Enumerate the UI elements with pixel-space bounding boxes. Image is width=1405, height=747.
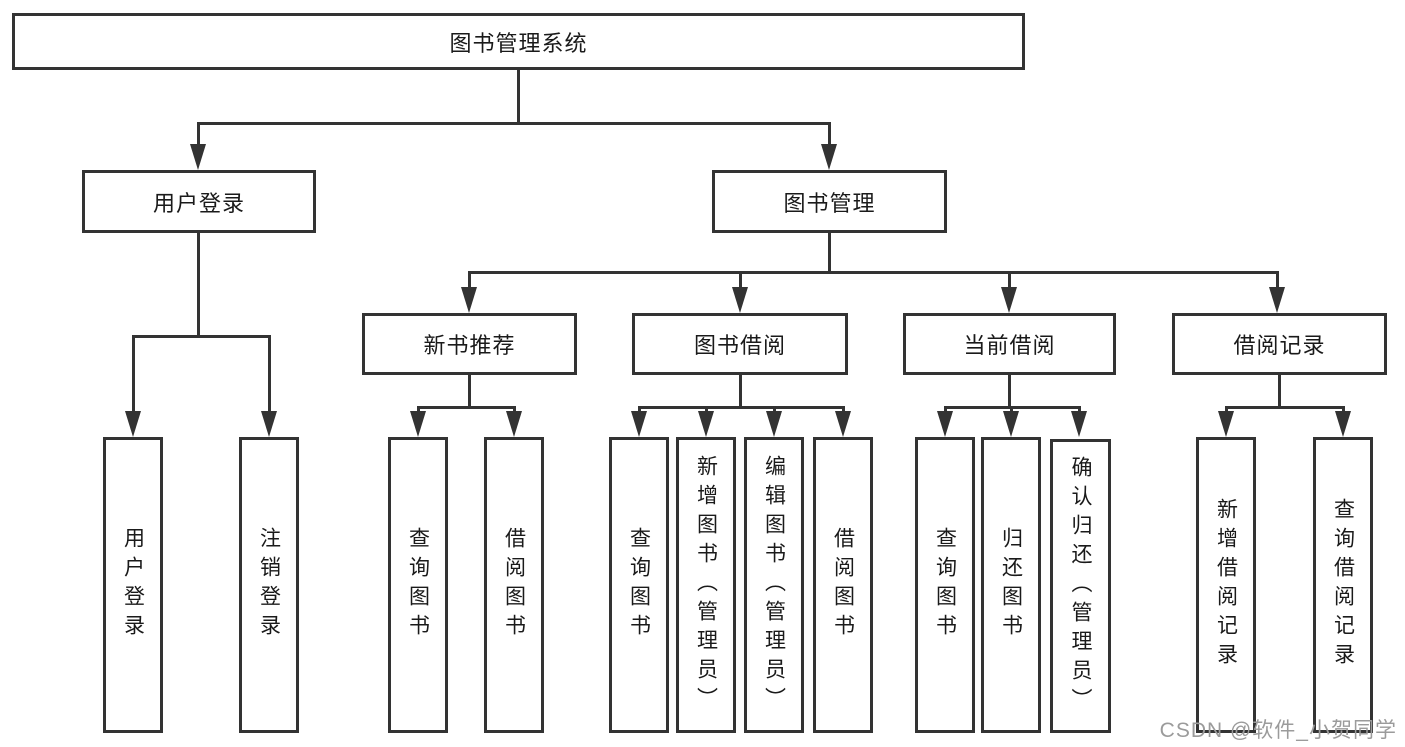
leaf-user-login-label: 用户登录 bbox=[121, 527, 145, 643]
leaf-recommend-query-books: 查询图书 bbox=[388, 437, 448, 733]
leaf-borrow-books: 借阅图书 bbox=[813, 437, 873, 733]
arrowhead-recommend-icon bbox=[461, 287, 477, 313]
watermark: CSDN @软件_小贺同学 bbox=[1159, 719, 1397, 742]
arrowhead-borrow-records-leaf2-icon bbox=[1335, 411, 1351, 437]
leaf-add-borrow-record-label: 新增借阅记录 bbox=[1214, 498, 1238, 672]
connector-to-borrow-records bbox=[1276, 271, 1279, 291]
connector-to-book-borrow bbox=[739, 271, 742, 291]
arrowhead-book-borrow-leaf3-icon bbox=[766, 411, 782, 437]
leaf-query-borrow-record-label: 查询借阅记录 bbox=[1331, 498, 1355, 672]
connector-root-span bbox=[197, 122, 831, 125]
node-user-login: 用户登录 bbox=[82, 170, 316, 233]
connector-book-borrow-span bbox=[638, 406, 845, 409]
arrowhead-current-borrow-leaf2-icon bbox=[1003, 411, 1019, 437]
connector-user-login-stem bbox=[197, 233, 200, 338]
leaf-recommend-borrow-books-label: 借阅图书 bbox=[502, 527, 526, 643]
arrowhead-current-borrow-leaf1-icon bbox=[937, 411, 953, 437]
node-borrow-records-label: 借阅记录 bbox=[1233, 333, 1326, 358]
node-new-book-recommend-label: 新书推荐 bbox=[423, 333, 516, 358]
leaf-query-borrow-record: 查询借阅记录 bbox=[1313, 437, 1373, 733]
leaf-edit-book-admin-label: 编辑图书（管理员） bbox=[762, 454, 786, 716]
arrowhead-book-management-icon bbox=[821, 144, 837, 170]
leaf-borrow-query-books: 查询图书 bbox=[609, 437, 669, 733]
arrowhead-book-borrow-leaf2-icon bbox=[698, 411, 714, 437]
leaf-current-query-books: 查询图书 bbox=[915, 437, 975, 733]
connector-root-stem bbox=[517, 70, 520, 124]
arrowhead-borrow-records-leaf1-icon bbox=[1218, 411, 1234, 437]
node-book-management-label: 图书管理 bbox=[783, 190, 876, 216]
arrowhead-recommend-leaf1-icon bbox=[410, 411, 426, 437]
leaf-add-book-admin: 新增图书（管理员） bbox=[676, 437, 736, 733]
leaf-confirm-return-admin: 确认归还（管理员） bbox=[1050, 439, 1111, 733]
connector-borrow-records-span bbox=[1225, 406, 1345, 409]
arrowhead-leaf-user-login-icon bbox=[125, 411, 141, 437]
arrowhead-user-login-icon bbox=[190, 144, 206, 170]
node-new-book-recommend: 新书推荐 bbox=[362, 313, 577, 375]
leaf-confirm-return-admin-label: 确认归还（管理员） bbox=[1069, 455, 1093, 717]
node-current-borrow: 当前借阅 bbox=[903, 313, 1116, 375]
arrowhead-recommend-leaf2-icon bbox=[506, 411, 522, 437]
node-current-borrow-label: 当前借阅 bbox=[963, 333, 1056, 358]
connector-recommend-span bbox=[417, 406, 516, 409]
leaf-borrow-query-books-label: 查询图书 bbox=[627, 527, 651, 643]
arrowhead-book-borrow-leaf1-icon bbox=[631, 411, 647, 437]
leaf-recommend-borrow-books: 借阅图书 bbox=[484, 437, 544, 733]
connector-to-book-management bbox=[828, 122, 831, 148]
leaf-edit-book-admin: 编辑图书（管理员） bbox=[744, 437, 804, 733]
leaf-user-login: 用户登录 bbox=[103, 437, 163, 733]
connector-book-management-stem bbox=[828, 233, 831, 274]
leaf-logout: 注销登录 bbox=[239, 437, 299, 733]
arrowhead-borrow-records-icon bbox=[1269, 287, 1285, 313]
arrowhead-book-borrow-leaf4-icon bbox=[835, 411, 851, 437]
leaf-current-query-books-label: 查询图书 bbox=[933, 527, 957, 643]
connector-book-management-span bbox=[468, 271, 1279, 274]
connector-to-recommend bbox=[468, 271, 471, 291]
connector-borrow-records-stem bbox=[1278, 375, 1281, 409]
leaf-add-book-admin-label: 新增图书（管理员） bbox=[694, 454, 718, 716]
leaf-return-books: 归还图书 bbox=[981, 437, 1041, 733]
leaf-return-books-label: 归还图书 bbox=[999, 527, 1023, 643]
node-book-management: 图书管理 bbox=[712, 170, 947, 233]
node-borrow-records: 借阅记录 bbox=[1172, 313, 1387, 375]
connector-recommend-stem bbox=[468, 375, 471, 409]
connector-to-current-borrow bbox=[1008, 271, 1011, 291]
connector-current-borrow-stem bbox=[1008, 375, 1011, 409]
connector-book-borrow-stem bbox=[739, 375, 742, 409]
leaf-logout-label: 注销登录 bbox=[257, 527, 281, 643]
node-root: 图书管理系统 bbox=[12, 13, 1025, 70]
arrowhead-current-borrow-icon bbox=[1001, 287, 1017, 313]
connector-to-leaf-logout bbox=[268, 335, 271, 415]
node-book-borrow: 图书借阅 bbox=[632, 313, 848, 375]
arrowhead-current-borrow-leaf3-icon bbox=[1071, 411, 1087, 437]
leaf-recommend-query-books-label: 查询图书 bbox=[406, 527, 430, 643]
arrowhead-leaf-logout-icon bbox=[261, 411, 277, 437]
connector-to-leaf-user-login bbox=[132, 335, 135, 415]
node-user-login-label: 用户登录 bbox=[152, 190, 245, 216]
arrowhead-book-borrow-icon bbox=[732, 287, 748, 313]
connector-user-login-span bbox=[132, 335, 271, 338]
connector-to-user-login bbox=[197, 122, 200, 148]
leaf-add-borrow-record: 新增借阅记录 bbox=[1196, 437, 1256, 733]
node-book-borrow-label: 图书借阅 bbox=[693, 333, 786, 358]
leaf-borrow-books-label: 借阅图书 bbox=[831, 527, 855, 643]
node-root-label: 图书管理系统 bbox=[449, 30, 588, 56]
